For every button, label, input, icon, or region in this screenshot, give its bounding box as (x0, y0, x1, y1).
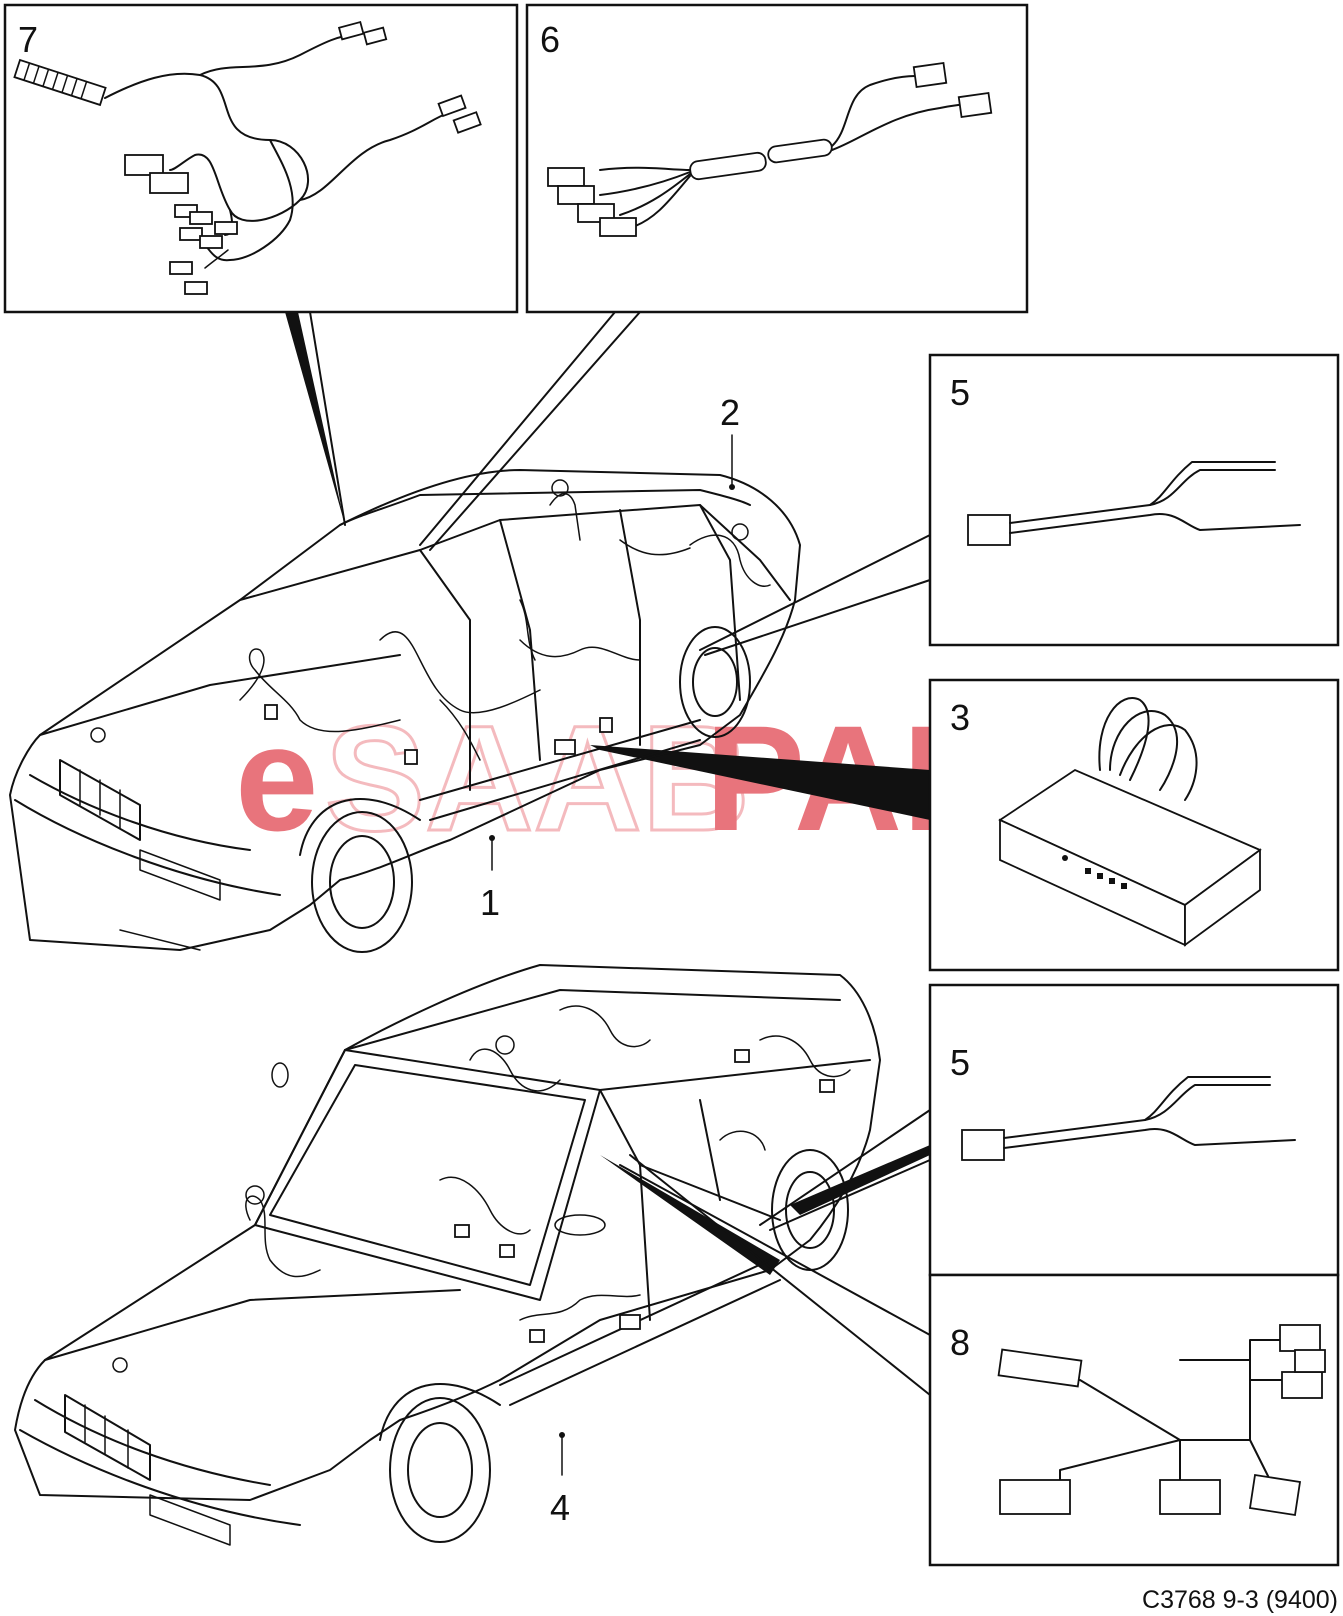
convertible-callout-4: 4 (550, 1487, 570, 1528)
inset-3-module-box: 3 (928, 678, 1340, 972)
convertible-outline: 4 (14, 964, 881, 1546)
inset-6-harness-box: 6 (525, 3, 1029, 314)
inset-5-bottom-label: 5 (950, 1042, 970, 1083)
inset-5-top-label: 5 (950, 372, 970, 413)
sedan-callout-1: 1 (480, 882, 500, 923)
inset-8-frame (928, 1273, 1340, 1567)
inset-7-label: 7 (18, 19, 38, 60)
inset-7-frame (3, 3, 519, 314)
sedan-outline: 1 2 (9, 392, 801, 953)
diagram-code: C3768 9-3 (9400) (1142, 1586, 1338, 1614)
leader-lines (285, 311, 931, 1396)
inset-7-harness-box: 7 (3, 3, 519, 314)
inset-5-top-frame (928, 353, 1340, 647)
watermark-prefix: e (235, 694, 318, 862)
inset-5-top-harness-box: 5 (928, 353, 1340, 647)
inset-6-label: 6 (540, 19, 560, 60)
inset-8-label: 8 (950, 1322, 970, 1363)
inset-8-harness-box: 8 (928, 1273, 1340, 1567)
sedan-callout-2: 2 (720, 392, 740, 433)
inset-5-bottom-harness-box: 5 (928, 983, 1340, 1277)
inset-3-label: 3 (950, 697, 970, 738)
